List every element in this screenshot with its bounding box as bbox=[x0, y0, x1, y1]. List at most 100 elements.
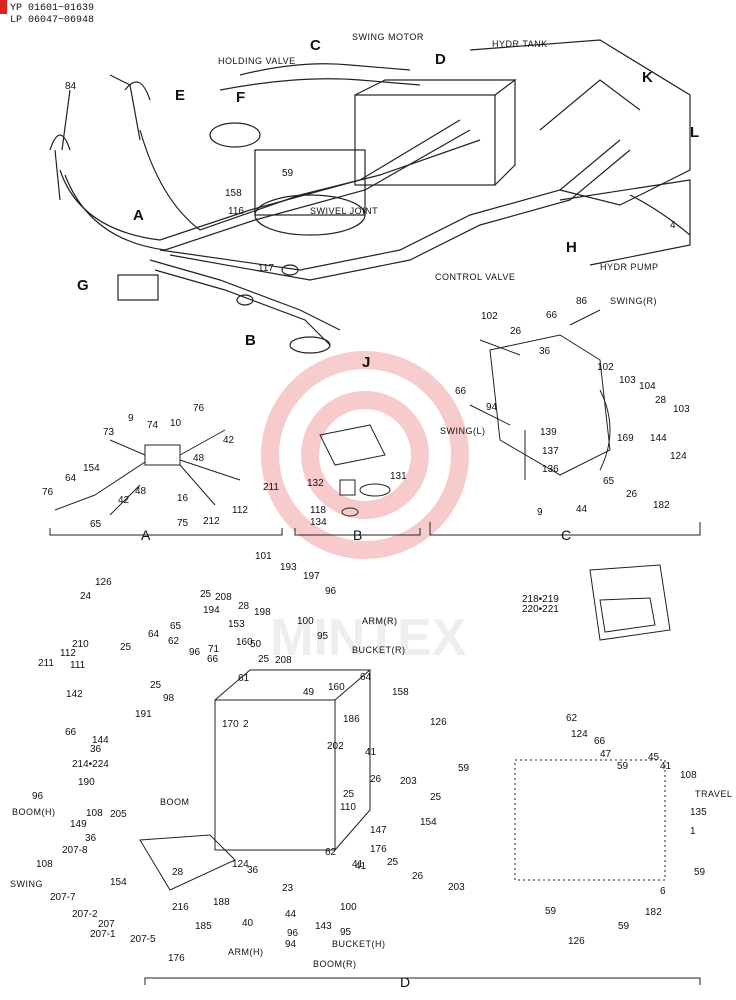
control-valve-d bbox=[214, 699, 336, 851]
d-callout: 210 bbox=[72, 639, 89, 650]
c-callout-44: 44 bbox=[576, 504, 588, 515]
clamp-plate bbox=[319, 424, 386, 466]
clamp-b bbox=[236, 294, 254, 306]
d-callout: 108 bbox=[86, 808, 103, 819]
a-callout-73: 73 bbox=[103, 427, 115, 438]
d-callout: 153 bbox=[228, 619, 245, 630]
d-callout: 176 bbox=[168, 953, 185, 964]
label-boom-h: BOOM(H) bbox=[12, 807, 56, 817]
a-callout-10: 10 bbox=[170, 418, 182, 429]
label-holding-valve: HOLDING VALVE bbox=[218, 56, 296, 66]
holding-valve bbox=[209, 122, 261, 148]
callout-59: 59 bbox=[282, 168, 294, 179]
detail-d bbox=[139, 564, 701, 985]
d-callout: 47 bbox=[600, 749, 612, 760]
serial-range-lp: LP 06047~06948 bbox=[10, 15, 95, 26]
d-callout: 50 bbox=[250, 639, 262, 650]
a-callout-212: 212 bbox=[203, 516, 220, 527]
arrow-label-c: C bbox=[310, 37, 321, 54]
d-callout: 108 bbox=[36, 859, 53, 870]
pipe-right-1 bbox=[539, 79, 641, 131]
a-callout-65: 65 bbox=[90, 519, 102, 530]
c-callout-94: 94 bbox=[486, 402, 498, 413]
d-callout: 207-5 bbox=[130, 934, 156, 945]
pipe-top-2 bbox=[219, 78, 421, 91]
cab-outline bbox=[589, 564, 671, 641]
lever-right bbox=[124, 81, 151, 141]
c-callout-9: 9 bbox=[537, 507, 543, 518]
hydr-tank-outline bbox=[469, 39, 691, 206]
d-callout: 144 bbox=[92, 735, 109, 746]
arrow-label-b: B bbox=[245, 332, 256, 349]
label-swing-r: SWING(R) bbox=[610, 296, 657, 306]
c-callout-26a: 26 bbox=[510, 326, 522, 337]
detail-a bbox=[49, 429, 283, 536]
d-callout: 185 bbox=[195, 921, 212, 932]
d-callout: 28 bbox=[172, 867, 184, 878]
arrow-label-f: F bbox=[236, 89, 246, 106]
label-swing-motor: SWING MOTOR bbox=[352, 32, 424, 42]
arrow-label-d: D bbox=[435, 51, 446, 68]
control-valve-d-top bbox=[214, 669, 372, 851]
c-callout-26b: 26 bbox=[626, 489, 638, 500]
main-assembly bbox=[49, 39, 691, 354]
d-callout: 208 bbox=[215, 592, 232, 603]
pipe-bundle-6 bbox=[159, 139, 621, 271]
d-callout: 190 bbox=[78, 777, 95, 788]
d-callout: 160 bbox=[236, 637, 253, 648]
a-callout-48b: 48 bbox=[135, 486, 147, 497]
bracket-b bbox=[294, 528, 421, 536]
d-callout: 126 bbox=[95, 577, 112, 588]
label-bucket-r: BUCKET(R) bbox=[352, 645, 406, 655]
travel-valve-block bbox=[514, 759, 666, 881]
swing-motor-outline bbox=[489, 334, 611, 476]
d-callout: 36 bbox=[90, 744, 102, 755]
d-callout: 28 bbox=[238, 601, 250, 612]
a-callout-76b: 76 bbox=[42, 487, 54, 498]
section-title-b: B bbox=[353, 527, 363, 543]
d-callout: 44 bbox=[285, 909, 297, 920]
a-callout-9: 9 bbox=[128, 413, 134, 424]
lever-left bbox=[49, 134, 71, 201]
spring-131 bbox=[359, 483, 391, 497]
label-hydr-tank: HYDR TANK bbox=[492, 39, 548, 49]
d-callout: 182 bbox=[645, 907, 662, 918]
d-callout: 154 bbox=[110, 877, 127, 888]
d-callout: 211 bbox=[38, 658, 54, 669]
d-callout: 2 bbox=[243, 719, 249, 730]
clamp-j bbox=[289, 336, 331, 354]
d-callout: 96 bbox=[325, 586, 337, 597]
d-callout: 100 bbox=[340, 902, 357, 913]
pipe-bundle-2 bbox=[64, 129, 471, 251]
d-callout: 96 bbox=[32, 791, 44, 802]
d-callout: 41 bbox=[365, 747, 377, 758]
d-callout: 62 bbox=[566, 713, 578, 724]
d-callout: 142 bbox=[66, 689, 83, 700]
c-callout-36: 36 bbox=[539, 346, 551, 357]
section-title-d: D bbox=[400, 974, 411, 990]
arrow-label-a: A bbox=[133, 207, 144, 224]
d-callout: 25 bbox=[430, 792, 442, 803]
label-control-valve: CONTROL VALVE bbox=[435, 272, 516, 282]
c-callout-28: 28 bbox=[655, 395, 667, 406]
d-callout: 6 bbox=[660, 886, 666, 897]
cab-window bbox=[599, 597, 656, 633]
callout-84: 84 bbox=[65, 81, 77, 92]
d-callout: 214•224 bbox=[72, 759, 109, 770]
d-callout: 26 bbox=[370, 774, 382, 785]
serial-range-yp: YP 01601~01639 bbox=[10, 3, 95, 14]
lever-stems bbox=[61, 74, 131, 151]
d-callout: 25 bbox=[387, 857, 399, 868]
d-callout: 71 bbox=[208, 644, 220, 655]
pipe-bundle-7 bbox=[169, 149, 631, 281]
d-callout: 143 bbox=[315, 921, 332, 932]
bracket-d bbox=[144, 977, 701, 985]
d-callout: 170 bbox=[222, 719, 239, 730]
d-callout: 160 bbox=[328, 682, 345, 693]
label-swing-l: SWING(L) bbox=[440, 426, 486, 436]
label-bucket-h: BUCKET(H) bbox=[332, 939, 386, 949]
d-callout: 25 bbox=[343, 789, 355, 800]
d-callout: 41 bbox=[660, 761, 672, 772]
arrow-label-k: K bbox=[642, 69, 653, 86]
c-callout-169: 169 bbox=[617, 433, 634, 444]
